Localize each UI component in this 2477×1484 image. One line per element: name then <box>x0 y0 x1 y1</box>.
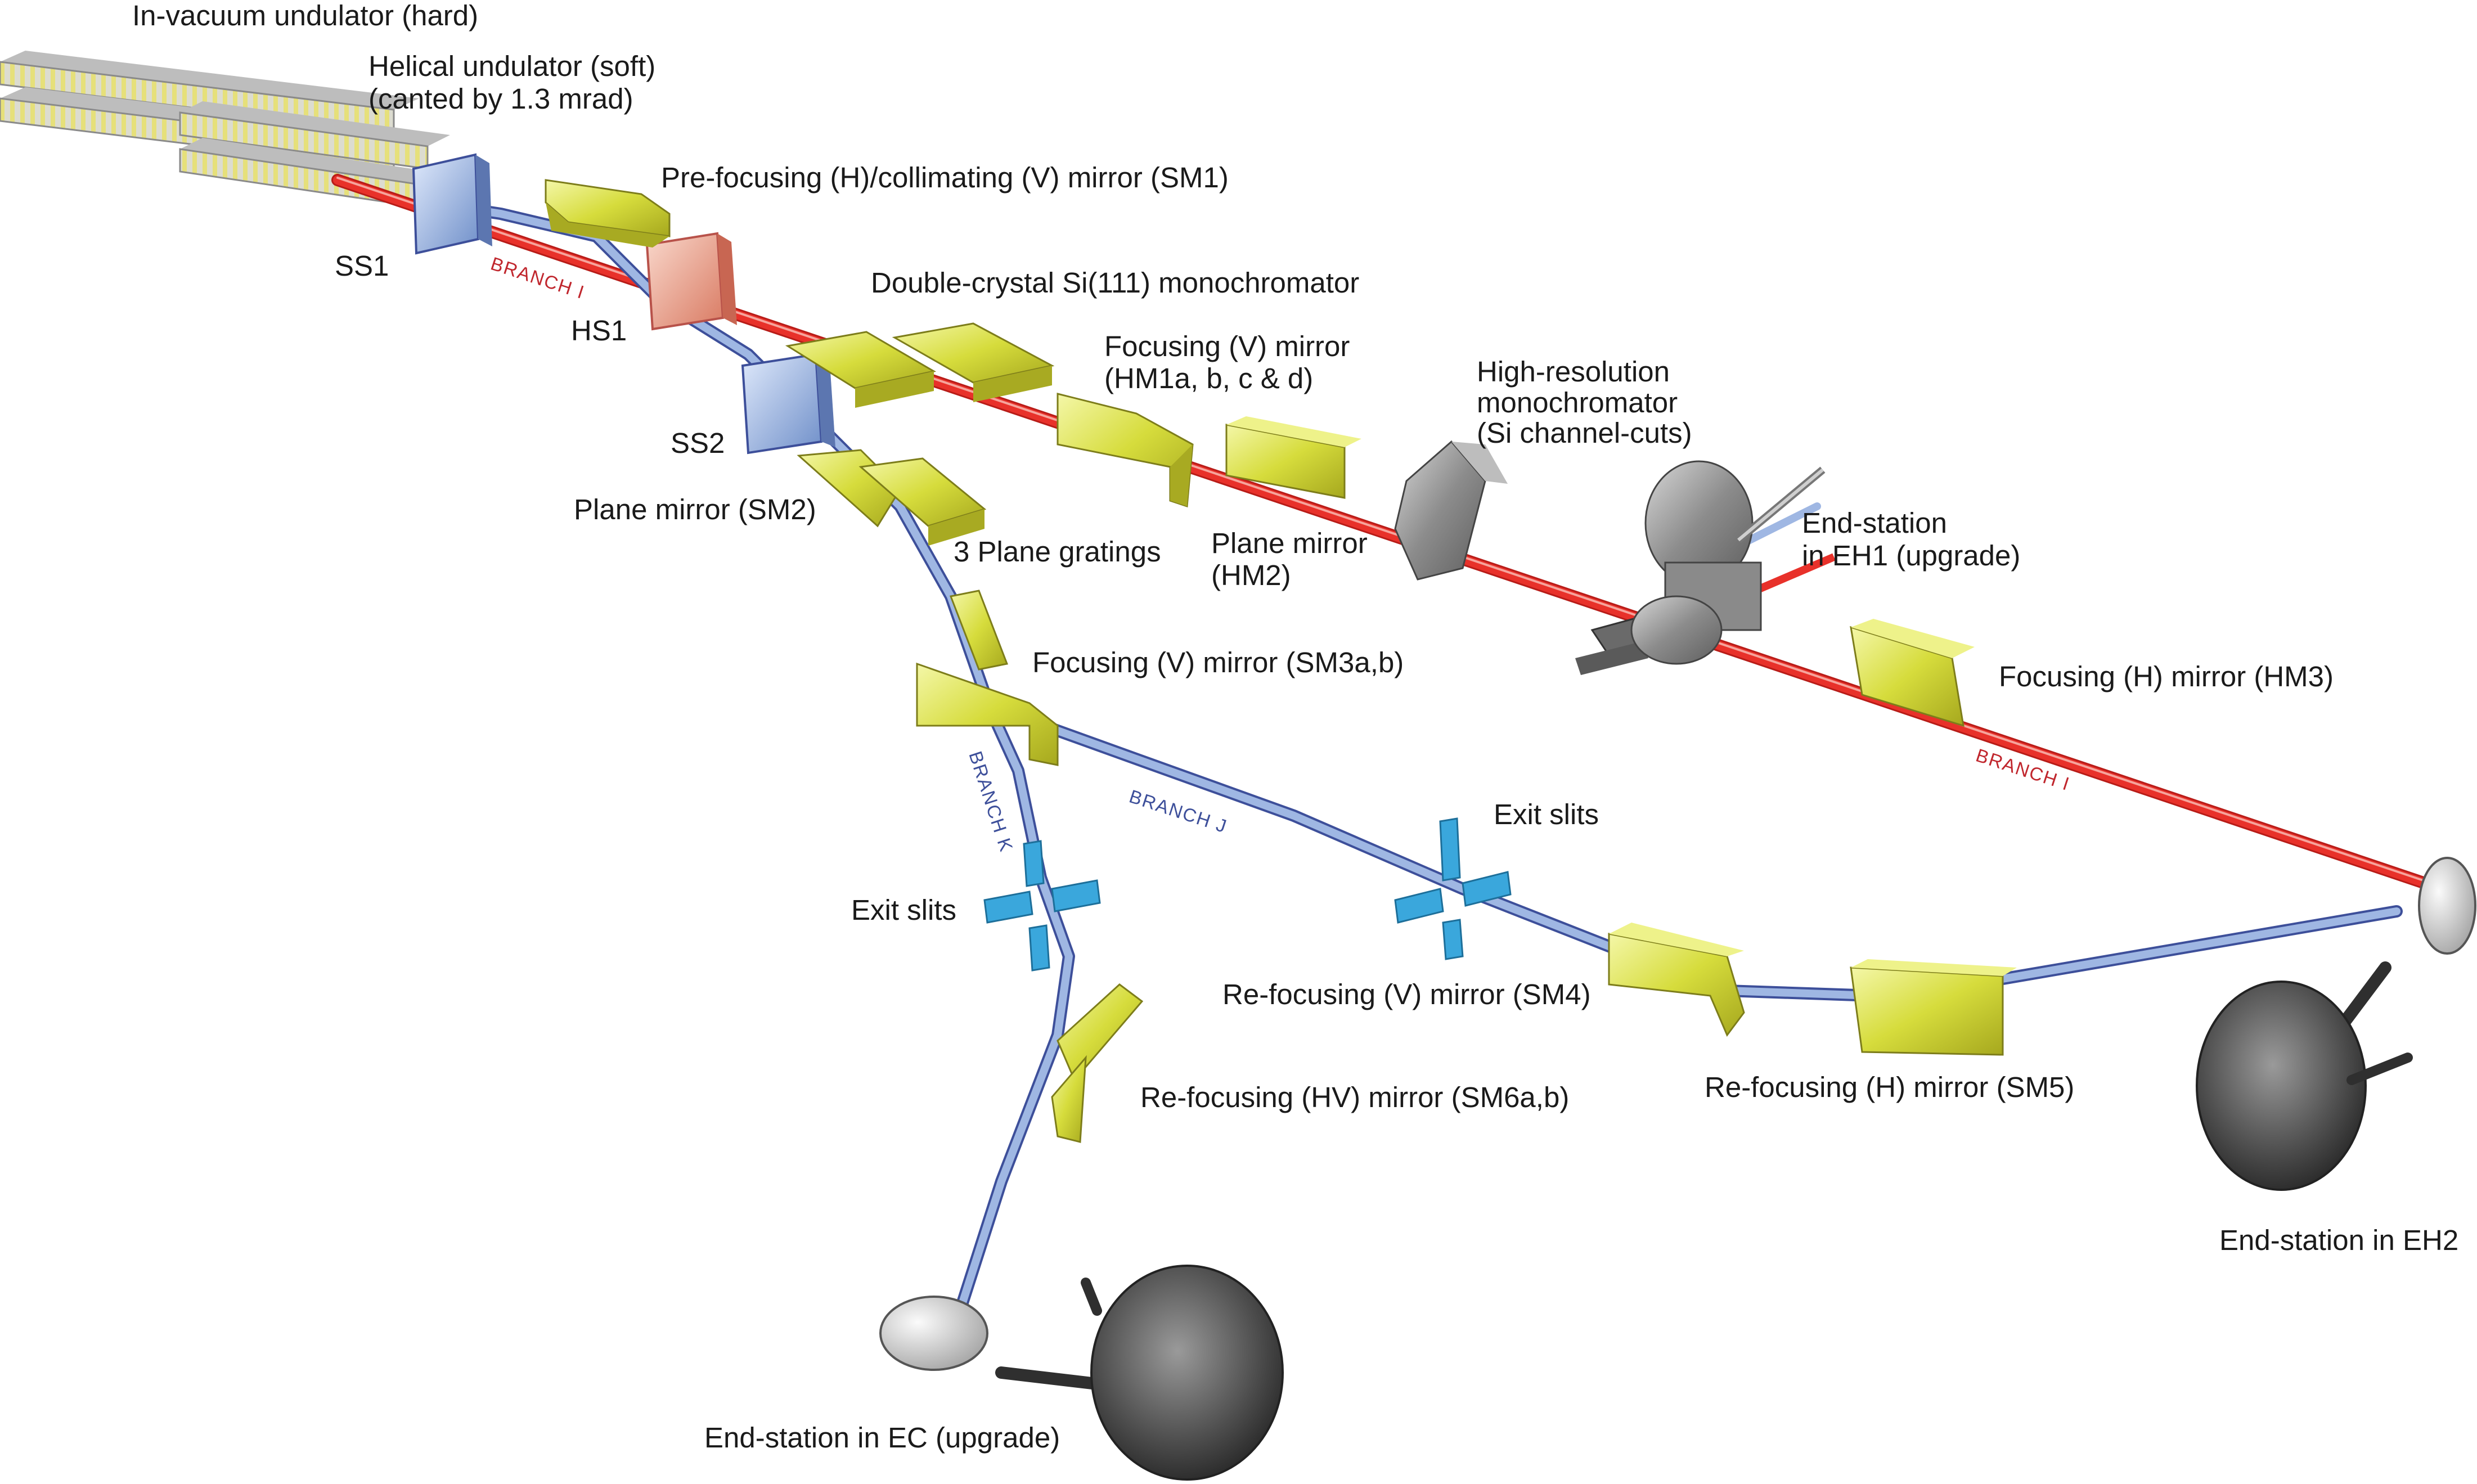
label-in-vacuum-undulator: In-vacuum undulator (hard) <box>132 0 478 32</box>
label-sm1: Pre-focusing (H)/collimating (V) mirror … <box>661 161 1229 194</box>
sm1-mirror <box>545 179 671 248</box>
label-hm2-1: Plane mirror <box>1211 527 1368 559</box>
label-sm4: Re-focusing (V) mirror (SM4) <box>1222 978 1591 1010</box>
label-exit-slits-k: Exit slits <box>851 894 956 926</box>
eh1-end-station <box>1575 460 1826 675</box>
label-hrm-1: High-resolution <box>1477 356 1670 388</box>
label-hm2-2: (HM2) <box>1211 559 1291 591</box>
ss2-splitter <box>741 353 835 455</box>
label-helical-undulator-2: (canted by 1.3 mrad) <box>368 83 633 115</box>
label-ec: End-station in EC (upgrade) <box>704 1422 1060 1454</box>
label-sm2: Plane mirror (SM2) <box>574 493 816 525</box>
label-eh2: End-station in EH2 <box>2219 1224 2458 1256</box>
label-dcm: Double-crystal Si(111) monochromator <box>871 267 1359 299</box>
sm6-mirror <box>1051 983 1144 1143</box>
label-hrm-3: (Si channel-cuts) <box>1477 417 1692 449</box>
ss1-splitter <box>412 153 492 255</box>
label-eh1-2: in EH1 (upgrade) <box>1802 539 2020 572</box>
label-eh1-1: End-station <box>1802 507 1947 539</box>
label-exit-slits-j: Exit slits <box>1494 798 1599 830</box>
exit-slits-branch-j <box>1394 817 1512 960</box>
dcm-crystal-2 <box>892 322 1055 402</box>
eh2-end-station <box>2196 857 2476 1191</box>
label-ss2: SS2 <box>671 427 725 459</box>
sm4-mirror <box>1608 923 1745 1037</box>
ec-end-station <box>879 1265 1284 1481</box>
plane-gratings <box>858 457 987 546</box>
hm3-mirror <box>1850 619 1975 727</box>
label-gratings: 3 Plane gratings <box>954 536 1161 568</box>
exit-slits-branch-k <box>983 840 1101 972</box>
label-ss1: SS1 <box>335 250 389 282</box>
label-hm1-1: Focusing (V) mirror <box>1104 330 1350 362</box>
hm1-mirror <box>1057 393 1194 508</box>
hs1-splitter <box>645 232 737 331</box>
hrm-crystal <box>1394 440 1508 581</box>
hm2-mirror <box>1225 416 1361 499</box>
label-sm6: Re-focusing (HV) mirror (SM6a,b) <box>1140 1081 1569 1113</box>
label-hrm-2: monochromator <box>1477 386 1678 419</box>
label-hs1: HS1 <box>571 314 627 347</box>
label-sm3: Focusing (V) mirror (SM3a,b) <box>1032 646 1404 678</box>
label-hm1-2: (HM1a, b, c & d) <box>1104 362 1313 394</box>
label-sm5: Re-focusing (H) mirror (SM5) <box>1705 1071 2074 1103</box>
sm3-mirror <box>916 590 1059 766</box>
helical-undulator <box>179 101 450 209</box>
label-hm3: Focusing (H) mirror (HM3) <box>1999 660 2334 692</box>
label-helical-undulator-1: Helical undulator (soft) <box>368 50 655 82</box>
dcm-crystal-1 <box>785 331 937 408</box>
soft-beam <box>421 196 2403 1328</box>
sm5-mirror <box>1850 959 2017 1056</box>
